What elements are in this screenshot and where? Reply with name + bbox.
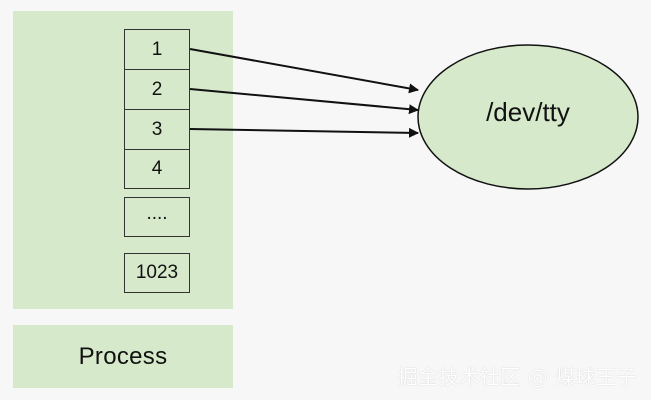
arrow-fd1-to-tty	[189, 48, 419, 94]
fd-cell-3: 3	[124, 109, 190, 149]
fd-cell-2: 2	[124, 69, 190, 109]
fd-cell-ellipsis: ....	[124, 197, 190, 237]
dev-tty-label: /dev/tty	[486, 97, 570, 127]
arrow-fd3-to-tty	[189, 127, 419, 138]
fd-cell-4: 4	[124, 149, 190, 189]
process-label-box: Process	[13, 325, 233, 388]
fd-cell-1: 1	[124, 29, 190, 69]
process-panel	[13, 11, 233, 309]
dev-tty-ellipse	[417, 44, 639, 190]
watermark-text: 掘金技术社区 @ 煤球王子	[397, 365, 637, 389]
process-label: Process	[78, 342, 168, 370]
fd-cell-1023: 1023	[124, 253, 190, 293]
arrow-fd2-to-tty	[189, 88, 419, 115]
